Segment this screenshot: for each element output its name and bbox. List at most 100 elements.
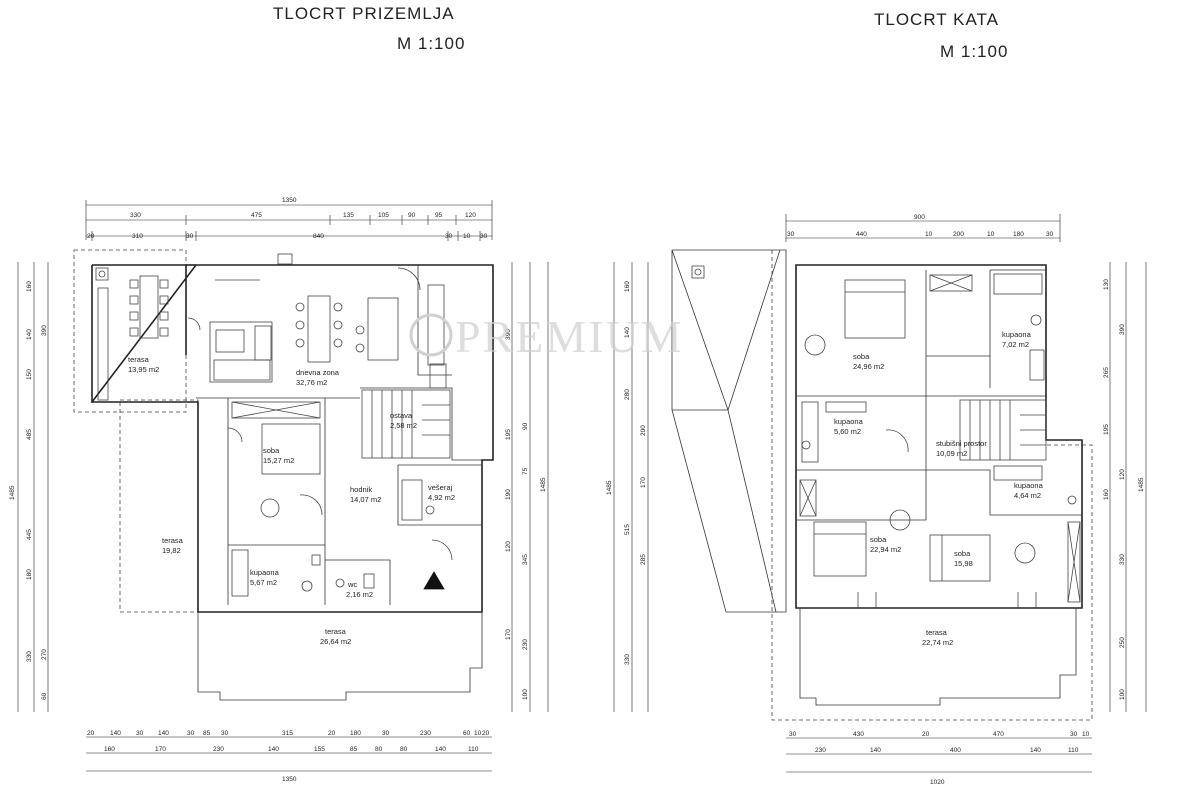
- room-area-soba: 15,27 m2: [263, 456, 294, 465]
- ground-dim-right-120: 120: [505, 541, 512, 552]
- ground-dim-left-150: 150: [26, 369, 33, 380]
- upper-dim-right-265: 265: [1103, 367, 1110, 378]
- upper-dim-bottom-10: 10: [1082, 731, 1090, 738]
- room-name-terasa-3: terasa: [325, 627, 347, 636]
- upper-bottom-dimensions: 30 430 20 470 30 10 230 140 400 140 110 …: [786, 731, 1092, 786]
- upper-dim-right-160: 160: [1103, 489, 1110, 500]
- ground-top-dimensions: 1350 330 475 135 105 90 95 120 20 310 30…: [85, 197, 493, 241]
- upper-room-area-soba-2: 22,94 m2: [870, 545, 901, 554]
- upper-room-furniture: [799, 273, 1081, 608]
- ground-dim-top-10: 10: [463, 233, 471, 240]
- ground-bedroom-furniture: [227, 401, 323, 518]
- upper-top-dimensions: 900 30 440 10 200 10 180 30: [785, 214, 1061, 242]
- room-area-wc: 2,16 m2: [346, 590, 373, 599]
- ground-dim-bottom-80b: 80: [400, 746, 408, 753]
- ground-dim-bottom-170: 170: [155, 746, 166, 753]
- room-area-veseraj: 4,92 m2: [428, 493, 455, 502]
- ground-dim-bottom-140b: 140: [158, 730, 169, 737]
- ground-dim-bottom-10: 10: [474, 730, 482, 737]
- room-name-terasa-1: terasa: [128, 355, 150, 364]
- upper-dim-right-120: 120: [1119, 469, 1126, 480]
- ground-dim-bottom-20c: 20: [482, 730, 490, 737]
- ground-dim-bottom-30b: 30: [187, 730, 195, 737]
- ground-dim-left-330: 330: [26, 651, 33, 662]
- room-name-terasa-2: terasa: [162, 536, 184, 545]
- upper-dim-top-10b: 10: [987, 231, 995, 238]
- room-name-kupaona: kupaona: [250, 568, 280, 577]
- upper-dim-right-390: 390: [1119, 324, 1126, 335]
- ground-dim-top-30a: 30: [186, 233, 194, 240]
- upper-room-area-soba-3: 15,98: [954, 559, 973, 568]
- upper-dim-bottom-110: 110: [1068, 747, 1079, 754]
- room-name-ostava: ostava: [390, 411, 413, 420]
- upper-room-name-soba-3: soba: [954, 549, 971, 558]
- ground-floor-title: TLOCRT PRIZEMLJA: [273, 4, 455, 23]
- ground-living-furniture: [187, 253, 447, 389]
- room-name-wc: wc: [347, 580, 357, 589]
- upper-dim-top-overall: 900: [914, 214, 925, 221]
- upper-dim-left-160: 160: [624, 281, 631, 292]
- ground-dim-bottom-140d: 140: [435, 746, 446, 753]
- ground-dim-bottom-85b: 85: [350, 746, 358, 753]
- ground-stairs: [361, 389, 451, 459]
- ground-dim-top-30c: 30: [480, 233, 488, 240]
- upper-right-dimensions: 1485 130 390 265 195 120 160 330 250 100: [1103, 262, 1147, 712]
- ground-dim-bottom-30a: 30: [136, 730, 144, 737]
- upper-dim-bottom-20: 20: [922, 731, 930, 738]
- ground-right-dimensions: 1485 390 195 90 75 190 120 345 170 230 1…: [505, 262, 549, 712]
- ground-dim-left-140: 140: [26, 329, 33, 340]
- ground-dim-bottom-230: 230: [420, 730, 431, 737]
- ground-dim-bottom-60: 60: [463, 730, 471, 737]
- room-area-hodnik: 14,07 m2: [350, 495, 381, 504]
- premium-watermark: PREMIUM: [409, 311, 682, 362]
- upper-dim-bottom-30a: 30: [789, 731, 797, 738]
- upper-dim-right-100: 100: [1119, 689, 1126, 700]
- ground-dim-bottom-overall: 1350: [282, 776, 297, 783]
- upper-room-name-soba-1: soba: [853, 352, 870, 361]
- room-area-kupaona: 5,67 m2: [250, 578, 277, 587]
- ground-dim-bottom-160: 160: [104, 746, 115, 753]
- upper-room-area-kupaona-1: 7,02 m2: [1002, 340, 1029, 349]
- ground-dim-top-475: 475: [251, 212, 262, 219]
- upper-dim-bottom-400: 400: [950, 747, 961, 754]
- ground-dim-bottom-140a: 140: [110, 730, 121, 737]
- ground-dim-top-90: 90: [408, 212, 416, 219]
- ground-floor-plan: 1350 330 475 135 105 90 95 120 20 310 30…: [9, 197, 549, 783]
- upper-room-area-soba-1: 24,96 m2: [853, 362, 884, 371]
- upper-floor-title: TLOCRT KATA: [874, 10, 999, 29]
- ground-floor-scale: M 1:100: [397, 34, 466, 53]
- ground-dim-right-230: 230: [522, 639, 529, 650]
- upper-room-name-stubisni: stubišni prostor: [936, 439, 987, 448]
- upper-room-labels: soba 24,96 m2 kupaona 7,02 m2 kupaona 5,…: [834, 330, 1044, 647]
- room-name-hodnik: hodnik: [350, 485, 372, 494]
- ground-dim-left-485: 485: [26, 429, 33, 440]
- upper-dim-bottom-470: 470: [993, 731, 1004, 738]
- upper-room-name-kupaona-3: kupaona: [1014, 481, 1044, 490]
- ground-dim-top-310: 310: [132, 233, 143, 240]
- room-area-ostava: 2,58 m2: [390, 421, 417, 430]
- ground-dim-left-270: 270: [41, 649, 48, 660]
- ground-dim-top-135: 135: [343, 212, 354, 219]
- upper-room-name-kupaona-2: kupaona: [834, 417, 864, 426]
- ground-dim-bottom-180: 180: [350, 730, 361, 737]
- ground-dim-right-170: 170: [505, 629, 512, 640]
- ground-dim-left-160: 160: [26, 281, 33, 292]
- upper-dim-left-280: 280: [624, 389, 631, 400]
- upper-dim-left-285: 285: [640, 554, 647, 565]
- ground-dim-left-390: 390: [41, 325, 48, 336]
- ground-dim-right-100: 100: [522, 689, 529, 700]
- ground-dim-top-overall: 1350: [282, 197, 297, 204]
- upper-dim-top-200: 200: [953, 231, 964, 238]
- ground-dim-right-195: 195: [505, 429, 512, 440]
- ground-dim-top-20: 20: [87, 233, 95, 240]
- upper-dim-right-130: 130: [1103, 279, 1110, 290]
- ground-dim-right-390: 390: [505, 329, 512, 340]
- upper-dim-top-30a: 30: [787, 231, 795, 238]
- upper-room-name-terasa: terasa: [926, 628, 948, 637]
- ground-dim-bottom-140c: 140: [268, 746, 279, 753]
- upper-roof-outline: [671, 249, 787, 613]
- ground-dim-bottom-155: 155: [314, 746, 325, 753]
- ground-dim-bottom-20b: 20: [328, 730, 336, 737]
- ground-dim-bottom-30d: 30: [382, 730, 390, 737]
